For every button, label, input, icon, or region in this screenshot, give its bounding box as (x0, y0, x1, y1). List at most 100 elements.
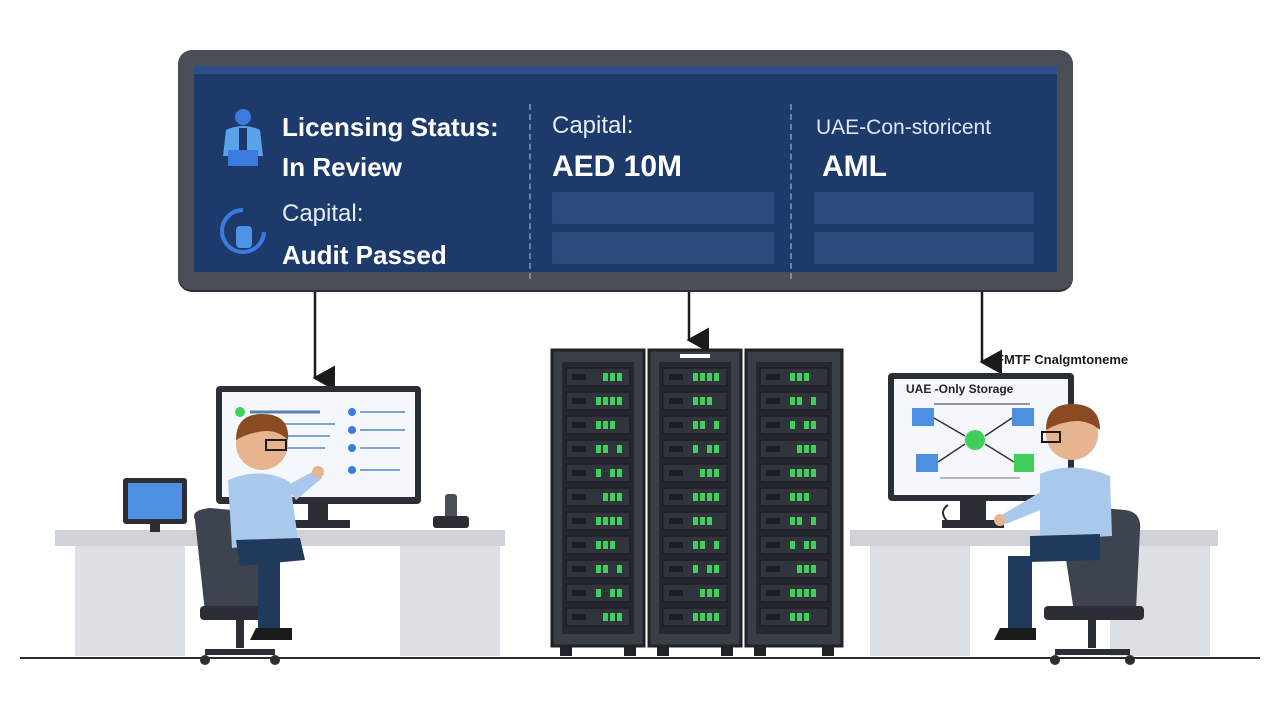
server-led (700, 493, 705, 501)
server-led (700, 397, 705, 405)
server-unit (759, 559, 829, 579)
compliance-value: AML (822, 150, 887, 183)
server-led (610, 397, 615, 405)
server-slot (572, 518, 586, 524)
server-led (804, 565, 809, 573)
server-led (603, 373, 608, 381)
server-led (603, 541, 608, 549)
server-led (714, 565, 719, 573)
server-unit (662, 583, 728, 603)
server-slot (766, 422, 780, 428)
server-slot (669, 614, 683, 620)
server-led (700, 517, 705, 525)
server-led (617, 493, 622, 501)
server-led (811, 397, 816, 405)
server-led (714, 445, 719, 453)
server-led (610, 517, 615, 525)
server-led (804, 541, 809, 549)
server-led (700, 421, 705, 429)
server-unit (565, 367, 631, 387)
server-led (797, 493, 802, 501)
server-units (565, 367, 829, 627)
server-slot (766, 374, 780, 380)
capital-value-left: Audit Passed (282, 240, 447, 270)
server-led (811, 469, 816, 477)
server-led (617, 589, 622, 597)
server-led (596, 469, 601, 477)
server-led (596, 517, 601, 525)
server-led (804, 469, 809, 477)
server-led (714, 493, 719, 501)
server-led (707, 589, 712, 597)
server-slot (766, 446, 780, 452)
server-led (707, 565, 712, 573)
server-led (610, 541, 615, 549)
server-unit (662, 463, 728, 483)
small-monitor (123, 478, 187, 532)
server-slot (572, 446, 586, 452)
server-led (603, 613, 608, 621)
server-led (797, 517, 802, 525)
server-led (811, 445, 816, 453)
server-unit (759, 439, 829, 459)
server-racks (550, 348, 844, 656)
server-led (693, 421, 698, 429)
mid-placeholder-bar-2 (552, 232, 774, 264)
server-slot (669, 590, 683, 596)
capital-value-mid: AED 10M (552, 150, 683, 183)
server-led (693, 517, 698, 525)
server-led (617, 445, 622, 453)
server-led (700, 373, 705, 381)
server-slot (572, 494, 586, 500)
server-led (610, 493, 615, 501)
server-slot (572, 566, 586, 572)
server-slot (572, 614, 586, 620)
server-led (617, 565, 622, 573)
server-slot (669, 542, 683, 548)
server-led (797, 445, 802, 453)
server-slot (572, 374, 586, 380)
server-led (693, 397, 698, 405)
server-slot (766, 518, 780, 524)
server-slot (669, 422, 683, 428)
server-led (603, 565, 608, 573)
server-led (596, 565, 601, 573)
server-led (617, 469, 622, 477)
server-led (617, 517, 622, 525)
server-led (693, 445, 698, 453)
status-board-panel: Licensing Status: In Review Capital: Aud… (194, 66, 1057, 279)
right-placeholder-bar-1 (814, 192, 1034, 224)
server-led (700, 541, 705, 549)
server-led (603, 493, 608, 501)
server-led (714, 469, 719, 477)
server-slot (572, 398, 586, 404)
server-led (596, 541, 601, 549)
server-led (617, 373, 622, 381)
server-led (603, 421, 608, 429)
server-led (693, 493, 698, 501)
server-led (707, 445, 712, 453)
server-led (714, 613, 719, 621)
server-led (790, 421, 795, 429)
server-led (790, 613, 795, 621)
server-slot (766, 614, 780, 620)
server-led (603, 517, 608, 525)
server-led (811, 589, 816, 597)
server-led (804, 613, 809, 621)
server-led (797, 613, 802, 621)
server-led (811, 421, 816, 429)
status-board: Licensing Status: In Review Capital: Aud… (178, 50, 1073, 290)
server-led (596, 589, 601, 597)
server-slot (572, 590, 586, 596)
server-slot (669, 470, 683, 476)
server-led (797, 589, 802, 597)
left-person (228, 414, 324, 640)
server-led (693, 565, 698, 573)
server-led (804, 589, 809, 597)
server-slot (669, 566, 683, 572)
mid-placeholder-bar-1 (552, 192, 774, 224)
server-led (790, 397, 795, 405)
server-led (707, 493, 712, 501)
